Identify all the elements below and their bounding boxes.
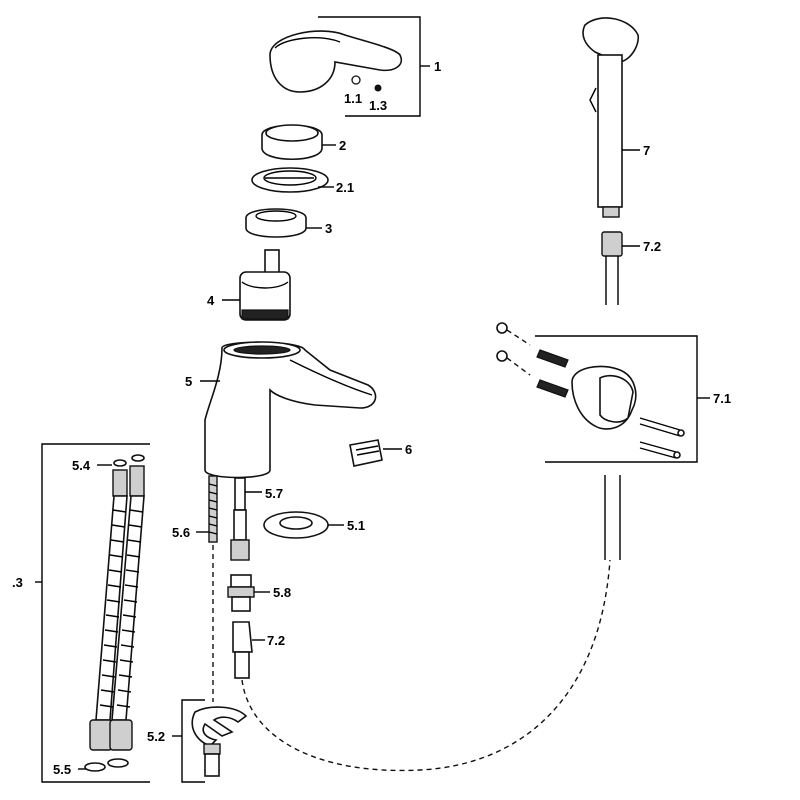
label-7: 7	[643, 143, 650, 158]
label-3: 3	[325, 221, 332, 236]
hose-route-line	[241, 559, 611, 772]
label-2: 2	[339, 138, 346, 153]
label-6: 6	[405, 442, 412, 457]
wall-bracket-icon	[496, 322, 685, 459]
fixing-plate-icon	[191, 706, 248, 777]
supply-hoses-icon	[84, 454, 145, 772]
label-5-4: 5.4	[72, 458, 91, 473]
label-5-8: 5.8	[273, 585, 291, 600]
hose-nut-icon	[232, 621, 253, 679]
bracket-5-3	[41, 443, 150, 783]
label-5: 5	[185, 374, 192, 389]
label-1-3: 1.3	[369, 98, 387, 113]
cover-ring-icon	[261, 124, 323, 161]
shower-hose-nut-icon	[601, 231, 623, 305]
label-5-7: 5.7	[265, 486, 283, 501]
label-5-6: 5.6	[172, 525, 190, 540]
hand-shower-icon	[582, 17, 640, 218]
pin-icon	[230, 477, 250, 561]
aerator-icon	[349, 439, 383, 467]
label-5-5: 5.5	[53, 762, 71, 777]
faucet-body-icon	[204, 341, 377, 479]
label-5-3: .3	[12, 575, 23, 590]
hose-connector-icon	[227, 574, 255, 612]
label-2-1: 2.1	[336, 180, 354, 195]
label-7-2-lower: 7.2	[267, 633, 285, 648]
label-5-1: 5.1	[347, 518, 365, 533]
threaded-rod-icon	[208, 475, 218, 543]
label-7-2-upper: 7.2	[643, 239, 661, 254]
label-4: 4	[207, 293, 215, 308]
label-1-1: 1.1	[344, 91, 362, 106]
washer-icon	[263, 511, 329, 539]
bracket-1	[318, 16, 430, 117]
label-5-2: 5.2	[147, 729, 165, 744]
bracket-7-1	[535, 335, 698, 463]
label-7-1: 7.1	[713, 391, 731, 406]
nut-icon	[245, 208, 307, 238]
cartridge-icon	[239, 249, 291, 321]
label-1: 1	[434, 59, 441, 74]
spacer-icon	[251, 167, 329, 193]
shower-hose-icon	[604, 475, 621, 560]
handle-icon	[269, 30, 402, 93]
